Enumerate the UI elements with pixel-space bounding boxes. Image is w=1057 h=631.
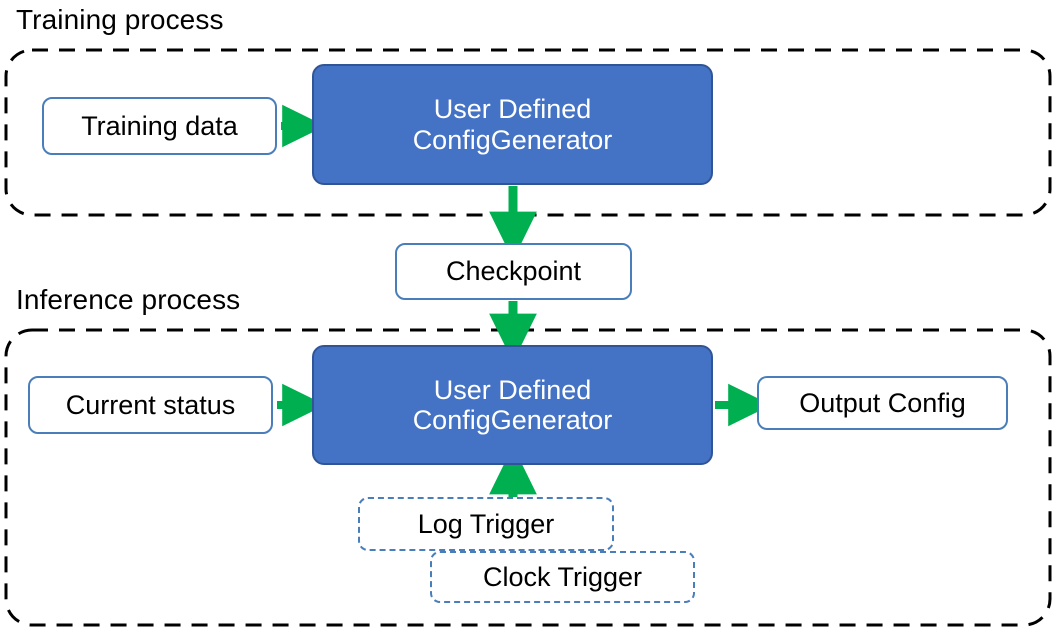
- node-training-data-label: Training data: [81, 110, 238, 141]
- node-current-status[interactable]: Current status: [28, 376, 273, 434]
- node-output-config-label: Output Config: [799, 387, 966, 418]
- node-checkpoint-label: Checkpoint: [445, 256, 582, 287]
- node-clock-trigger[interactable]: Clock Trigger: [430, 551, 695, 603]
- node-user-defined-configgenerator-inference-label: User Defined ConfigGenerator: [412, 374, 613, 436]
- node-current-status-label: Current status: [65, 389, 236, 420]
- node-log-trigger-label: Log Trigger: [417, 508, 555, 539]
- node-user-defined-configgenerator-inference[interactable]: User Defined ConfigGenerator: [312, 345, 713, 465]
- node-log-trigger[interactable]: Log Trigger: [358, 497, 614, 551]
- node-checkpoint[interactable]: Checkpoint: [395, 243, 632, 300]
- node-clock-trigger-label: Clock Trigger: [482, 561, 643, 592]
- inference-process-title: Inference process: [16, 284, 241, 315]
- node-user-defined-configgenerator-training[interactable]: User Defined ConfigGenerator: [312, 64, 713, 185]
- node-output-config[interactable]: Output Config: [757, 376, 1008, 430]
- node-user-defined-configgenerator-training-label: User Defined ConfigGenerator: [412, 94, 613, 155]
- node-training-data[interactable]: Training data: [42, 97, 277, 155]
- training-process-title: Training process: [16, 4, 224, 35]
